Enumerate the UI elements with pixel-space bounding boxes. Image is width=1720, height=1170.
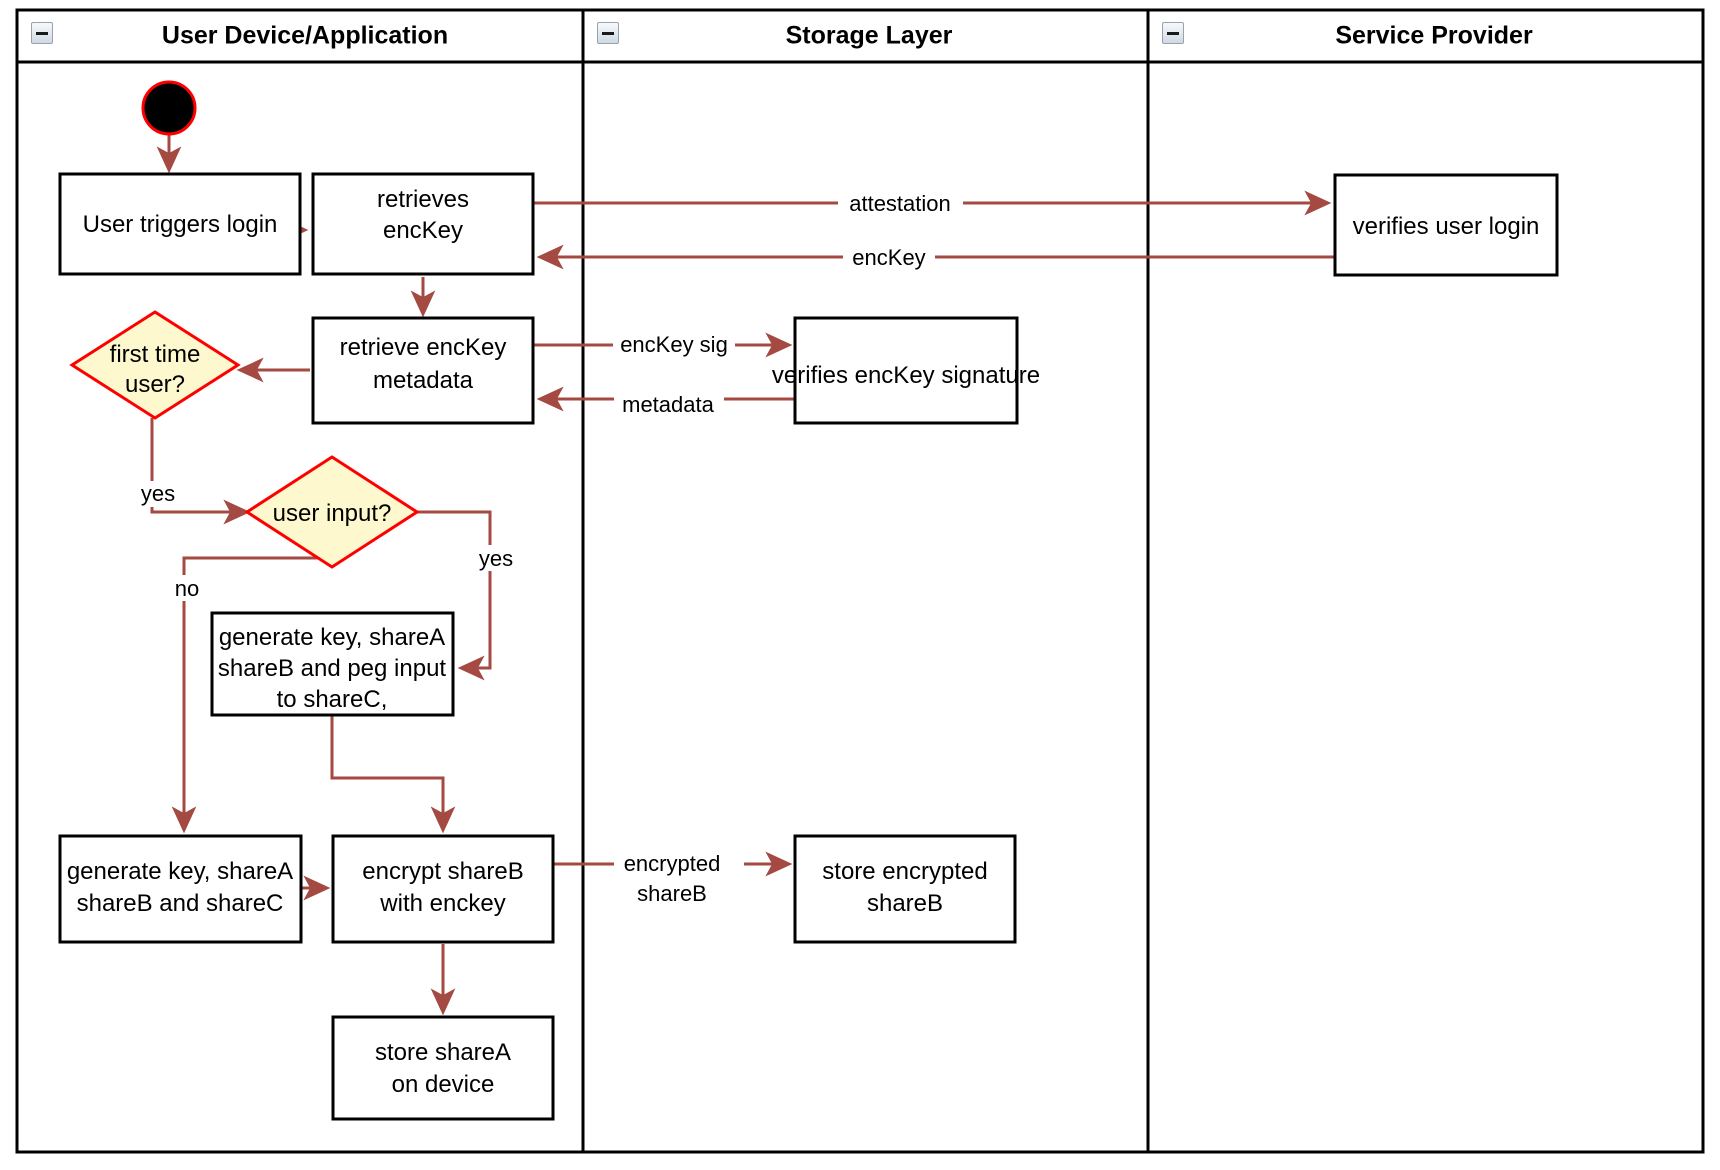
node-store-encrypted-shareb-line-1: shareB	[867, 890, 943, 917]
node-encrypt-shareb-line-0: encrypt shareB	[362, 858, 523, 885]
edge-label-enckey-sig: encKey sig	[613, 331, 735, 358]
node-store-sharea-line-1: on device	[392, 1071, 495, 1098]
edge-label-encrypted-shareb-line-1: shareB	[637, 881, 707, 906]
edge-label-enckey-sig-text: encKey sig	[620, 332, 728, 357]
node-encrypt-shareb[interactable]: encrypt shareB with enckey	[331, 834, 555, 944]
edge-label-encrypted-shareb-line-0: encrypted	[624, 851, 721, 876]
node-retrieve-enckey-metadata[interactable]: retrieve encKey metadata	[311, 316, 535, 425]
node-retrieves-enckey-line-1: encKey	[383, 217, 463, 244]
node-user-triggers-login[interactable]: User triggers login	[58, 172, 302, 276]
edge-label-encrypted-shareb: encrypted shareB	[614, 851, 744, 906]
edge-label-no-user-input: no	[167, 575, 207, 601]
node-decision-first-time-user-line-0: first time	[110, 341, 201, 368]
node-store-sharea[interactable]: store shareA on device	[331, 1015, 555, 1121]
node-verifies-user-login[interactable]: verifies user login	[1333, 173, 1559, 277]
node-generate-shares-line-1: shareB and shareC	[77, 890, 284, 917]
edge-label-metadata: metadata	[614, 390, 724, 417]
lane-title-service-provider: Service Provider	[1335, 22, 1533, 50]
edge-label-yes-user-input-text: yes	[479, 546, 513, 571]
node-retrieves-enckey[interactable]: retrieves encKey	[311, 172, 535, 276]
node-store-sharea-line-0: store shareA	[375, 1039, 511, 1066]
node-generate-peg[interactable]: generate key, shareA shareB and peg inpu…	[210, 611, 455, 717]
swimlane-frame	[15, 8, 1705, 1154]
lane-title-storage: Storage Layer	[786, 22, 953, 50]
edge-label-yes-first-time: yes	[134, 481, 182, 507]
edge-user-input-no-to-generate-shares	[171, 556, 332, 834]
node-store-encrypted-shareb-line-0: store encrypted	[822, 858, 987, 885]
node-generate-peg-line-2: to shareC,	[277, 686, 388, 713]
node-decision-user-input-line-0: user input?	[273, 500, 392, 527]
node-generate-peg-line-0: generate key, shareA	[219, 624, 445, 651]
node-generate-shares[interactable]: generate key, shareA shareB and shareC	[58, 834, 303, 944]
node-verifies-enckey-signature[interactable]: verifies encKey signature	[772, 316, 1040, 425]
node-verifies-enckey-signature-line-0: verifies encKey signature	[772, 362, 1040, 389]
node-verifies-user-login-line-0: verifies user login	[1353, 213, 1540, 240]
node-retrieves-enckey-line-0: retrieves	[377, 186, 469, 213]
edge-label-no-user-input-text: no	[175, 576, 199, 601]
collapse-minus-icon-lane-storage[interactable]	[597, 22, 619, 44]
edge-label-enckey: encKey	[843, 245, 935, 272]
node-generate-shares-line-0: generate key, shareA	[67, 858, 293, 885]
node-decision-first-time-user-line-1: user?	[125, 371, 185, 398]
edge-first-time-yes-to-user-input	[150, 418, 251, 525]
node-user-triggers-login-line-0: User triggers login	[83, 211, 278, 238]
node-retrieve-enckey-metadata-line-0: retrieve encKey	[340, 334, 507, 361]
node-encrypt-shareb-line-1: with enckey	[379, 890, 505, 917]
edge-label-enckey-text: encKey	[852, 245, 925, 270]
edge-label-attestation-text: attestation	[849, 191, 951, 216]
collapse-minus-icon-lane-service-provider[interactable]	[1162, 22, 1184, 44]
edge-user-input-yes-to-generate-peg	[417, 510, 492, 681]
edge-label-attestation: attestation	[838, 190, 963, 217]
lane-title-user-device: User Device/Application	[162, 22, 448, 50]
node-decision-user-input[interactable]: user input?	[244, 455, 420, 569]
edge-generate-peg-to-encrypt-shareb	[330, 715, 456, 834]
node-decision-first-time-user[interactable]: first time user?	[69, 310, 241, 420]
node-generate-peg-line-1: shareB and peg input	[218, 655, 447, 682]
initial-node	[141, 80, 197, 136]
collapse-minus-icon-lane-user-device[interactable]	[31, 22, 53, 44]
node-retrieve-enckey-metadata-line-1: metadata	[373, 367, 474, 394]
node-store-encrypted-shareb[interactable]: store encrypted shareB	[793, 834, 1017, 944]
edge-label-yes-user-input: yes	[472, 545, 520, 571]
edge-label-yes-first-time-text: yes	[141, 481, 175, 506]
edge-label-metadata-text: metadata	[622, 392, 714, 417]
